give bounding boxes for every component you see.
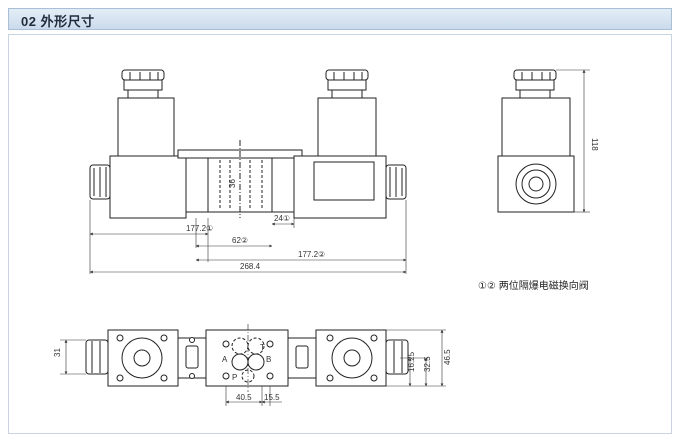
left-coil-housing xyxy=(117,97,175,159)
drawing-frame xyxy=(8,34,672,434)
top-view xyxy=(85,324,409,392)
right-coil-housing xyxy=(317,97,377,159)
dim-36: 36 xyxy=(228,179,237,188)
dim-31: 31 xyxy=(53,348,62,357)
front-view xyxy=(89,69,407,219)
left-valve-body xyxy=(109,155,187,219)
section-header: 02 外形尺寸 xyxy=(8,8,672,30)
port-b-label: B xyxy=(266,355,271,364)
port-a-label: A xyxy=(222,355,228,364)
side-view xyxy=(497,69,575,213)
port-t-label: T xyxy=(260,343,265,352)
port-p-label: P xyxy=(232,373,237,382)
side-view-dimensions xyxy=(556,69,590,213)
valve-note: ①② 两位隔爆电磁换向阀 xyxy=(478,279,589,292)
dim-24-1: 24① xyxy=(274,214,290,223)
dim-177-1: 177.2① xyxy=(186,224,213,233)
left-end-fitting xyxy=(89,164,111,200)
right-solenoid-connector xyxy=(325,69,369,99)
dim-268-4: 268.4 xyxy=(240,262,261,271)
dim-32-5: 32.5 xyxy=(423,356,432,372)
top-view-dimensions xyxy=(60,329,446,406)
dim-15-5: 15.5 xyxy=(264,393,280,402)
right-end-fitting xyxy=(385,164,407,200)
dim-46-5: 46.5 xyxy=(443,349,452,365)
front-view-dimensions xyxy=(89,200,407,274)
section-title: 02 外形尺寸 xyxy=(21,14,95,29)
dim-62-2: 62② xyxy=(232,236,248,245)
dim-118: 118 xyxy=(590,138,599,151)
dim-16-25: 16.25 xyxy=(407,351,416,372)
left-solenoid-connector xyxy=(121,69,165,99)
dim-40-5: 40.5 xyxy=(236,393,252,402)
dim-177-2: 177.2② xyxy=(298,250,325,259)
